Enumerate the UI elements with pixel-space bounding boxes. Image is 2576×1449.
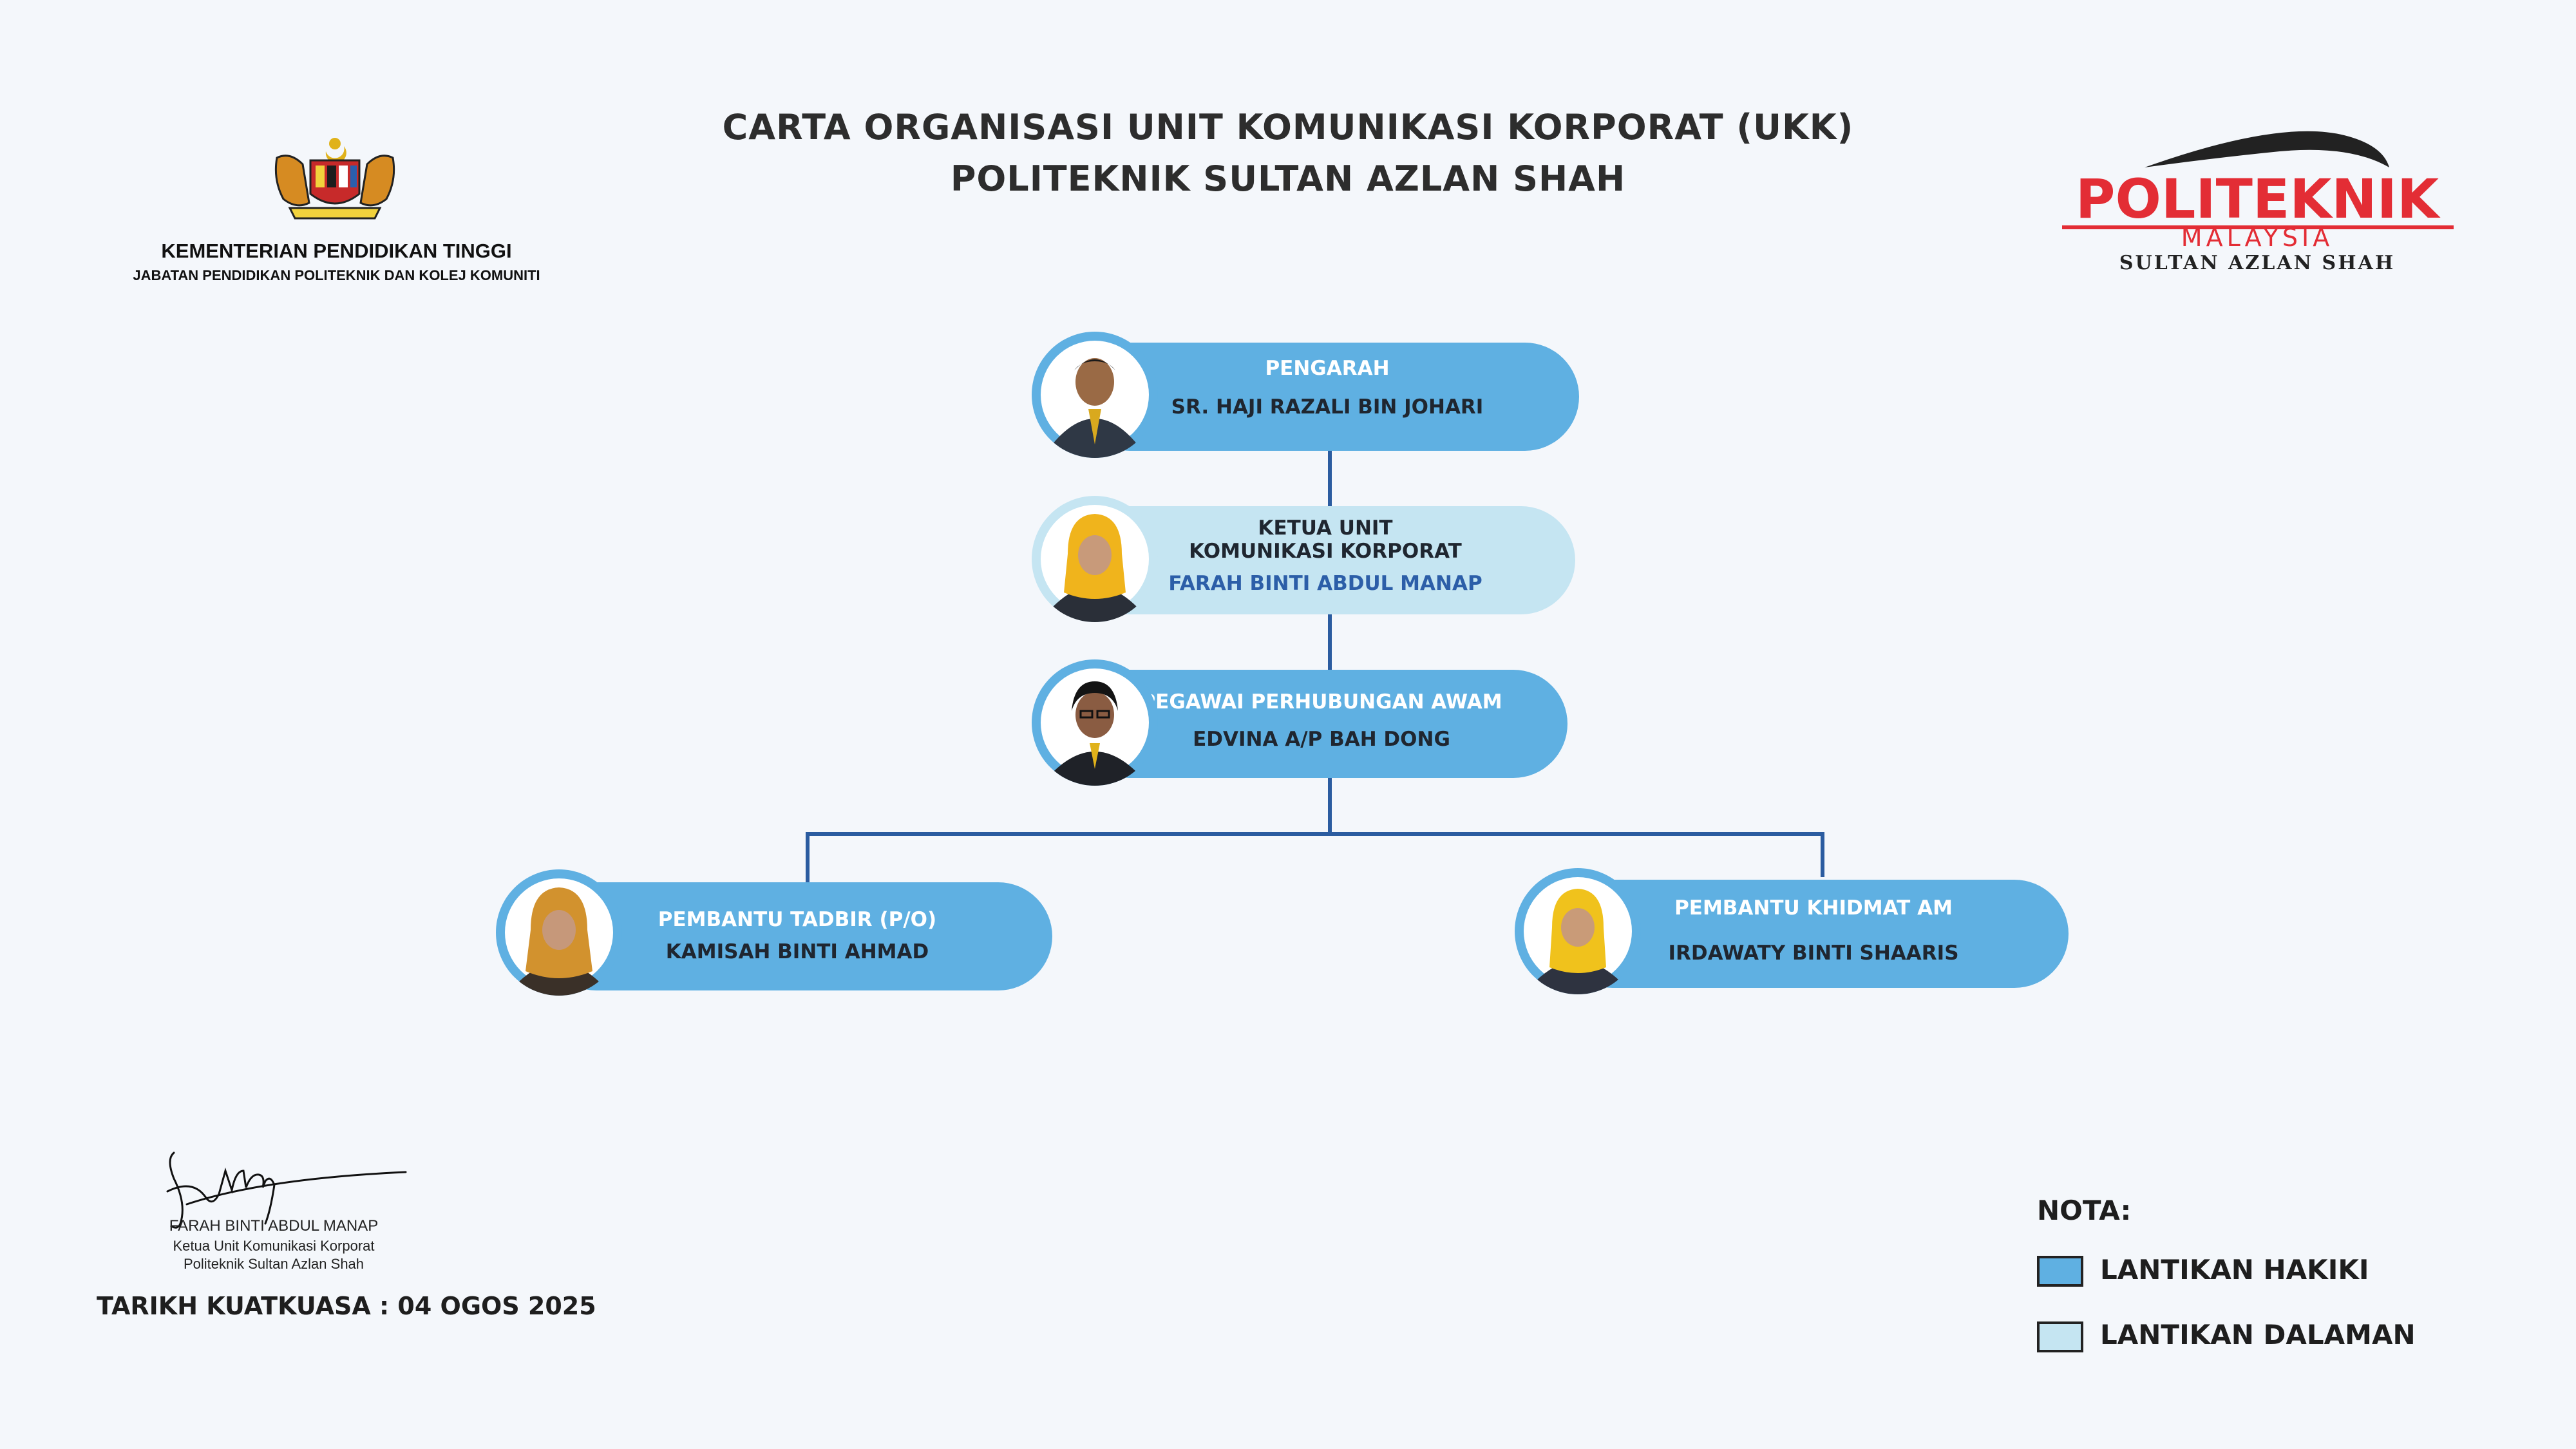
- role-label: PEMBANTU KHIDMAT AM: [1674, 896, 1953, 920]
- avatar-pengarah: [1032, 332, 1158, 458]
- role-label-line1: KETUA UNIT: [1258, 516, 1393, 540]
- effective-date: TARIKH KUATKUASA : 04 OGOS 2025: [97, 1292, 596, 1320]
- connector-branch-tadbir: [806, 832, 810, 884]
- signatory-name: FARAH BINTI ABDUL MANAP: [169, 1217, 379, 1235]
- connector-pengarah-ketua: [1328, 450, 1332, 507]
- person-name: KAMISAH BINTI AHMAD: [665, 940, 929, 963]
- chart-title-line2: POLITEKNIK SULTAN AZLAN SHAH: [950, 158, 1626, 199]
- connector-branch-khidmat: [1821, 832, 1824, 877]
- legend-swatch-dalaman: [2037, 1321, 2083, 1352]
- legend-title: NOTA:: [2037, 1195, 2132, 1226]
- person-name: SR. HAJI RAZALI BIN JOHARI: [1171, 395, 1484, 419]
- avatar-pembantu-tadbir: [496, 869, 622, 996]
- role-label: PENGARAH: [1265, 357, 1390, 380]
- avatar-pembantu-khidmat-am: [1515, 868, 1641, 994]
- signatory-position: Ketua Unit Komunikasi Korporat: [173, 1238, 375, 1254]
- avatar-ketua-unit: [1032, 496, 1158, 622]
- role-label: PEMBANTU TADBIR (P/O): [658, 908, 937, 931]
- person-name: EDVINA A/P BAH DONG: [1193, 728, 1450, 751]
- node-pengarah: PENGARAH SR. HAJI RAZALI BIN JOHARI: [1075, 343, 1579, 451]
- logo-wordmark: POLITEKNIK: [2076, 167, 2441, 231]
- politeknik-logo: POLITEKNIK MALAYSIA SULTAN AZLAN SHAH: [2048, 122, 2467, 277]
- connector-ketua-pegawai: [1328, 612, 1332, 671]
- avatar-pegawai-perhubungan-awam: [1032, 659, 1158, 786]
- legend-label-hakiki: LANTIKAN HAKIKI: [2100, 1254, 2369, 1285]
- node-pembantu-tadbir: PEMBANTU TADBIR (P/O) KAMISAH BINTI AHMA…: [542, 882, 1052, 990]
- connector-pegawai-branch: [1328, 778, 1332, 835]
- logo-country: MALAYSIA: [2181, 223, 2333, 252]
- signatory-institution: Politeknik Sultan Azlan Shah: [183, 1256, 365, 1272]
- role-label-line2: KOMUNIKASI KORPORAT: [1189, 540, 1462, 563]
- signature-image: [148, 1140, 419, 1236]
- legend-swatch-hakiki: [2037, 1256, 2083, 1287]
- person-name: IRDAWATY BINTI SHAARIS: [1668, 942, 1959, 965]
- chart-title-line1: CARTA ORGANISASI UNIT KOMUNIKASI KORPORA…: [722, 107, 1854, 147]
- legend-label-dalaman: LANTIKAN DALAMAN: [2100, 1319, 2416, 1350]
- department-name: JABATAN PENDIDIKAN POLITEKNIK DAN KOLEJ …: [133, 267, 540, 283]
- coat-of-arms-icon: [264, 132, 406, 229]
- person-name: FARAH BINTI ABDUL MANAP: [1168, 572, 1482, 595]
- connector-horizontal: [806, 832, 1824, 836]
- logo-campus: SULTAN AZLAN SHAH: [2119, 252, 2395, 274]
- node-pembantu-khidmat-am: PEMBANTU KHIDMAT AM IRDAWATY BINTI SHAAR…: [1558, 880, 2069, 988]
- role-label: PEGAWAI PERHUBUNGAN AWAM: [1141, 690, 1502, 714]
- node-ketua-unit: KETUA UNIT KOMUNIKASI KORPORAT FARAH BIN…: [1075, 506, 1575, 614]
- ministry-name: KEMENTERIAN PENDIDIKAN TINGGI: [161, 240, 512, 262]
